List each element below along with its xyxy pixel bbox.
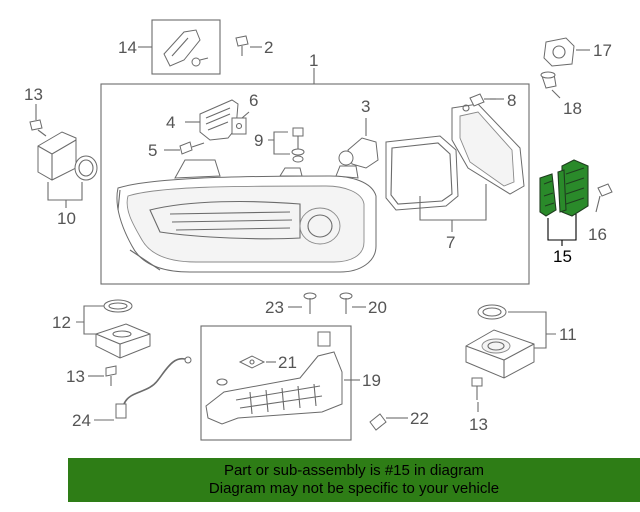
callout-20[interactable]: 20 <box>368 298 387 317</box>
callout-6[interactable]: 6 <box>249 91 258 110</box>
screw-16[interactable] <box>595 183 613 213</box>
headlamp-module-11[interactable] <box>465 329 535 379</box>
cover-8[interactable] <box>451 103 525 195</box>
bolt-9[interactable] <box>268 127 305 163</box>
bracket-14[interactable] <box>163 29 209 67</box>
callout-2[interactable]: 2 <box>264 38 273 57</box>
screw-20[interactable] <box>339 292 353 314</box>
seal-11[interactable] <box>477 304 507 320</box>
callout-16[interactable]: 16 <box>588 225 607 244</box>
callout-13-right[interactable]: 13 <box>469 415 488 434</box>
callout-22[interactable]: 22 <box>410 409 429 428</box>
callout-15[interactable]: 15 <box>553 247 572 266</box>
callout-19[interactable]: 19 <box>362 371 381 390</box>
bracket-assembly-frame <box>200 325 352 441</box>
callout-3[interactable]: 3 <box>361 97 370 116</box>
callout-24[interactable]: 24 <box>72 411 91 430</box>
wiring-harness-24[interactable] <box>115 356 192 419</box>
seal-17[interactable] <box>543 37 575 67</box>
screw-8[interactable] <box>469 93 504 107</box>
callout-11[interactable]: 11 <box>559 325 577 344</box>
screw-2[interactable] <box>235 35 262 56</box>
banner-line-2: Diagram may not be specific to your vehi… <box>208 480 500 497</box>
banner-line-1: Part or sub-assembly is #15 in diagram <box>223 462 485 479</box>
gasket-7[interactable] <box>385 135 459 211</box>
bolt-13-left[interactable] <box>105 365 117 386</box>
bolt-13-top[interactable] <box>29 119 47 137</box>
callout-7[interactable]: 7 <box>446 233 455 252</box>
screw-5[interactable] <box>164 141 205 155</box>
callout-14[interactable]: 14 <box>118 38 137 57</box>
callout-4[interactable]: 4 <box>166 113 175 132</box>
callout-1[interactable]: 1 <box>309 51 318 70</box>
seal-ring-10[interactable] <box>74 155 98 181</box>
callout-8[interactable]: 8 <box>507 91 516 110</box>
clip-6[interactable] <box>231 111 250 135</box>
nut-21[interactable] <box>238 355 266 369</box>
led-module-15[interactable] <box>539 159 589 217</box>
callout-13-left[interactable]: 13 <box>66 367 85 386</box>
mounting-bracket-19[interactable] <box>205 331 343 425</box>
callout-17[interactable]: 17 <box>593 41 612 60</box>
callout-23[interactable]: 23 <box>265 298 284 317</box>
callout-13-top[interactable]: 13 <box>24 85 43 104</box>
callout-21[interactable]: 21 <box>278 353 297 372</box>
headlamp-assembly-frame <box>100 83 530 285</box>
cap-18[interactable] <box>540 71 557 89</box>
seal-12[interactable] <box>103 299 133 313</box>
screw-22[interactable] <box>369 413 396 431</box>
bolt-13-right[interactable] <box>471 377 483 400</box>
screw-23[interactable] <box>303 292 317 314</box>
callout-12[interactable]: 12 <box>52 313 71 332</box>
callout-10[interactable]: 10 <box>57 209 76 228</box>
control-module-10[interactable] <box>37 131 77 181</box>
callout-5[interactable]: 5 <box>148 141 157 160</box>
bracket-4[interactable] <box>185 99 239 141</box>
ballast-12[interactable] <box>95 323 151 359</box>
headlamp-housing[interactable] <box>116 159 377 273</box>
callout-18[interactable]: 18 <box>563 99 582 118</box>
callout-9[interactable]: 9 <box>254 131 263 150</box>
info-banner: Part or sub-assembly is #15 in diagram D… <box>68 458 640 502</box>
igniter-3[interactable] <box>338 118 379 169</box>
